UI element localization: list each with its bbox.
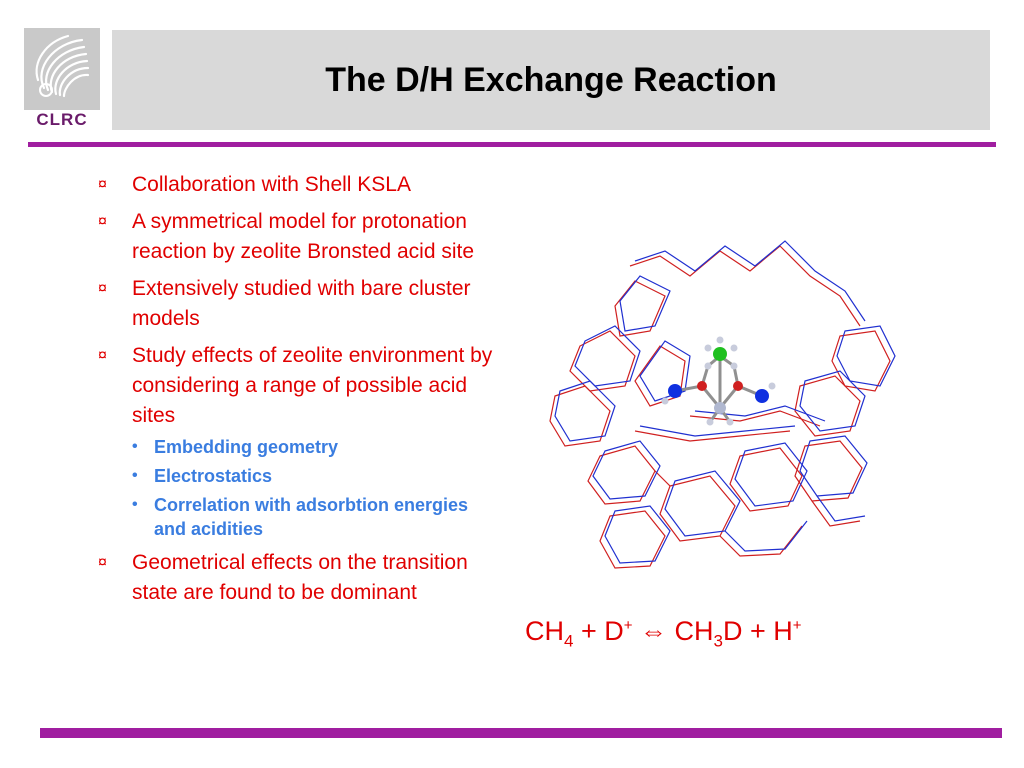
bullet-text: Study effects of zeolite environment by … [132, 344, 493, 427]
eq-charge-d: + [623, 617, 633, 634]
bullet-text: Collaboration with Shell KSLA [132, 173, 411, 196]
sub-bullet-dot-icon: • [132, 467, 138, 484]
sub-bullet-text: Correlation with adsorbtion energies and… [154, 495, 469, 539]
bullet-item: ¤ Geometrical effects on the transition … [98, 548, 498, 608]
bullet-item: ¤ Extensively studied with bare cluster … [98, 274, 498, 334]
title-banner: The D/H Exchange Reaction [112, 30, 990, 130]
slide-title: The D/H Exchange Reaction [325, 60, 777, 99]
eq-ch: CH [525, 616, 564, 646]
eq-sub-3: 3 [713, 631, 723, 651]
eq-ch3: CH [674, 616, 714, 646]
eq-plus-d: + D [573, 616, 624, 646]
eq-sub-4: 4 [564, 631, 574, 651]
bullet-text: Geometrical effects on the transition st… [132, 551, 468, 604]
sub-bullet-text: Embedding geometry [154, 437, 339, 457]
bullet-text: A symmetrical model for protonation reac… [132, 210, 475, 263]
bullet-item: ¤ A symmetrical model for protonation re… [98, 207, 498, 267]
reaction-equation: CH4 + D+ ⇔ CH3D + H+ [525, 616, 905, 651]
sub-bullet-dot-icon: • [132, 438, 138, 455]
bullet-list: ¤ Collaboration with Shell KSLA ¤ A symm… [98, 170, 498, 615]
sub-bullet-item: • Electrostatics [132, 464, 498, 488]
zeolite-framework-illustration [540, 236, 900, 576]
eq-d-plus-h: D + H [723, 616, 793, 646]
bullet-item: ¤ Study effects of zeolite environment b… [98, 341, 498, 541]
bullet-marker-icon: ¤ [98, 280, 107, 297]
top-divider [28, 142, 996, 147]
logo-text: CLRC [36, 110, 88, 129]
bullet-marker-icon: ¤ [98, 554, 107, 571]
sub-bullet-dot-icon: • [132, 496, 138, 513]
sub-bullet-text: Electrostatics [154, 466, 273, 486]
bullet-text: Extensively studied with bare cluster mo… [132, 277, 471, 330]
adsorbate-atoms [661, 336, 776, 426]
bullet-marker-icon: ¤ [98, 347, 107, 364]
sub-bullet-list: • Embedding geometry • Electrostatics • … [132, 435, 498, 541]
globe-swirl-icon [24, 28, 100, 110]
bullet-marker-icon: ¤ [98, 213, 107, 230]
bullet-item: ¤ Collaboration with Shell KSLA [98, 170, 498, 200]
bullet-marker-icon: ¤ [98, 176, 107, 193]
eq-arrow: ⇔ [632, 616, 675, 646]
bottom-divider [40, 728, 1002, 738]
sub-bullet-item: • Correlation with adsorbtion energies a… [132, 493, 498, 541]
eq-charge-h: + [792, 617, 802, 634]
sub-bullet-item: • Embedding geometry [132, 435, 498, 459]
clrc-logo: CLRC [22, 28, 102, 132]
